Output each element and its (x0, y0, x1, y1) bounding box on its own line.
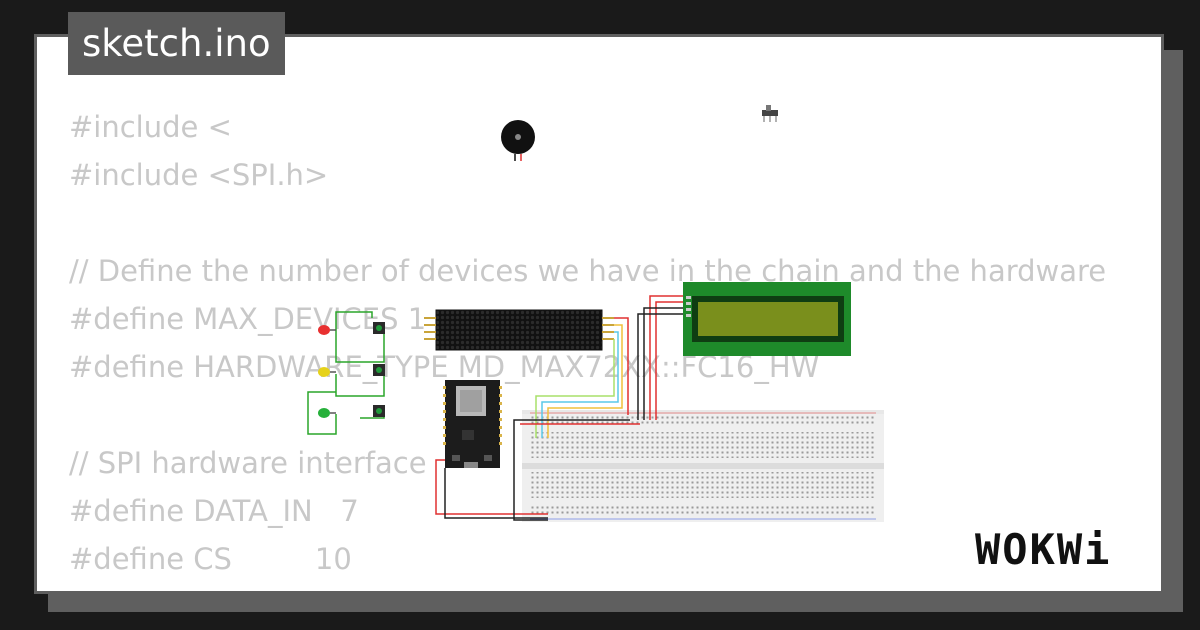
code-line: #define CS 10 (69, 542, 352, 576)
slide-switch-icon[interactable] (762, 105, 778, 122)
wokwi-logo: WOKWi (975, 525, 1112, 574)
code-line: #include <SPI.h> (69, 158, 329, 192)
led-matrix-icon[interactable] (424, 309, 614, 351)
code-line: #include < (69, 110, 232, 144)
esp32-board-icon[interactable] (443, 380, 502, 468)
wiring (435, 295, 683, 521)
red-led-icon[interactable] (318, 325, 336, 335)
lcd-display-icon[interactable] (683, 282, 851, 356)
code-editor: #include <#include <SPI.h>// Define the … (69, 103, 1106, 591)
pushbutton-icon[interactable] (373, 364, 385, 376)
pushbutton-icon[interactable] (373, 322, 385, 334)
code-line: #define MAX_DEVICES 1 (69, 302, 427, 336)
green-led-icon[interactable] (318, 408, 336, 418)
code-line: #define CLK 6 (69, 583, 1106, 591)
code-line: #define HARDWARE_TYPE MD_MAX72XX::FC16_H… (69, 350, 820, 384)
yellow-led-icon[interactable] (318, 367, 336, 377)
breadboard-icon[interactable] (522, 410, 884, 522)
led-button-cluster (307, 311, 385, 435)
code-line: // SPI hardware interface (69, 446, 427, 480)
buzzer-icon[interactable] (501, 120, 535, 161)
code-line: #define DATA_IN 7 (69, 494, 359, 528)
pushbutton-icon[interactable] (373, 405, 385, 417)
file-tab-title[interactable]: sketch.ino (68, 12, 285, 75)
